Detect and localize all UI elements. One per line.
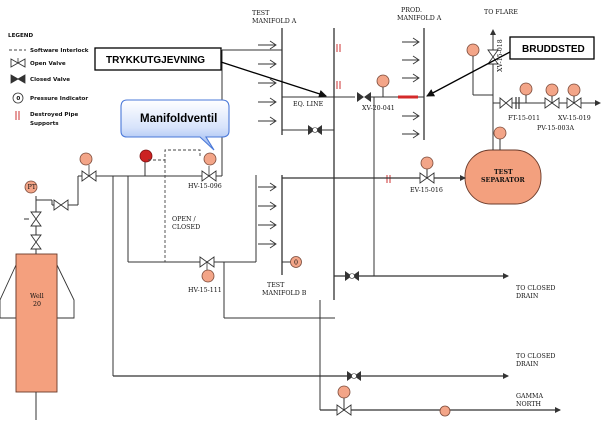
eq-line-label: EQ. LINE	[293, 101, 324, 108]
test-separator-label: TEST	[494, 169, 513, 176]
pv-15-003a-label: PV-15-003A	[537, 125, 574, 132]
closed-valve-icon	[308, 125, 322, 135]
test-separator: TEST SEPARATOR	[464, 149, 542, 205]
trykkutgjevning-text: TRYKKUTGJEVNING	[106, 55, 205, 66]
prod-manifold-a-branches	[402, 37, 420, 139]
legend-item: Software Interlock	[30, 48, 89, 54]
xv-15-019-valve	[544, 83, 560, 109]
legend-title: LEGEND	[8, 33, 33, 39]
test-manifold-b-branches	[258, 182, 277, 249]
test-manifold-b-label: TEST	[267, 282, 285, 289]
pt-gauge: PT	[24, 180, 38, 194]
hv-15-111-label: HV-15-111	[188, 287, 222, 294]
well-number: 20	[33, 301, 41, 308]
xv-15-019-label: XV-15-019	[558, 115, 591, 122]
well-label: Well	[30, 293, 44, 300]
closed-valve-drain-2-icon	[347, 371, 361, 381]
pressure-indicator-legend-icon: 0	[12, 92, 24, 104]
trykkutgjevning-callout: TRYKKUTGJEVNING	[94, 47, 327, 98]
closed-valve-legend-icon	[10, 74, 26, 84]
ev-15-016-gauge-icon	[420, 156, 434, 170]
to-closed-drain-label: DRAIN	[516, 361, 539, 368]
legend-item: Supports	[30, 121, 59, 127]
pt-label: PT	[28, 184, 37, 191]
svg-text:0: 0	[294, 260, 298, 267]
legend-item: Destroyed Pipe	[30, 112, 78, 118]
to-flare-label: TO FLARE	[484, 9, 518, 16]
software-interlock-line	[148, 149, 201, 161]
xv-15-018-label: XV-15-018	[497, 39, 504, 72]
prod-manifold-a-label: PROD.	[401, 7, 422, 14]
xv-20-041-label: XV-20-041	[362, 105, 395, 112]
hv-15-111-gauge-icon	[201, 269, 215, 283]
hv-15-096-label: HV-15-096	[188, 183, 222, 190]
xv-20-041-gauge-icon	[376, 74, 390, 88]
xv-20-041-valve	[357, 92, 371, 102]
open-closed-label: CLOSED	[172, 224, 200, 231]
well-wing-valve-icon	[53, 199, 69, 211]
pressure-gauge-icon	[79, 152, 93, 166]
well-valve-upper-icon	[30, 211, 42, 227]
prod-manifold-a-label: MANIFOLD A	[397, 15, 442, 22]
well-valve-lower-icon	[30, 234, 42, 250]
to-closed-drain-label: TO CLOSED	[516, 353, 556, 360]
legend-item: Pressure Indicator	[30, 96, 88, 102]
to-closed-drain-label: TO CLOSED	[516, 285, 556, 292]
pv-15-003a-valve	[566, 83, 582, 109]
to-closed-drain-label: DRAIN	[516, 293, 539, 300]
gamma-line-gauge-icon	[439, 405, 451, 417]
hv-15-096-gauge-icon	[203, 152, 217, 166]
legend: LEGEND Software Interlock Open Valve Clo…	[8, 33, 89, 127]
legend-item: Closed Valve	[30, 77, 70, 83]
gamma-north-label: NORTH	[516, 401, 542, 408]
ft-15-011-meter	[515, 82, 533, 109]
small-valve-icon	[499, 97, 513, 109]
test-manifold-b-label: MANIFOLD B	[262, 290, 307, 297]
test-manifold-a-branches	[258, 40, 277, 126]
choke-valve-icon	[81, 165, 97, 182]
ft-15-011-label: FT-15-011	[508, 115, 540, 122]
svg-text:0: 0	[16, 96, 20, 102]
ev-15-016-label: EV-15-016	[410, 187, 443, 194]
manifold-b-gauge-icon: 0	[290, 256, 302, 268]
test-separator-label: SEPARATOR	[481, 177, 525, 184]
flare-gauge-icon	[466, 43, 480, 57]
manifoldventil-callout: Manifoldventil	[120, 99, 230, 151]
gamma-north-label: GAMMA	[516, 393, 543, 400]
interlock-gauge-icon	[139, 149, 153, 163]
bruddsted-callout: BRUDDSTED	[426, 36, 595, 97]
open-closed-label: OPEN /	[172, 216, 197, 223]
test-manifold-a	[281, 28, 335, 300]
hv-15-096-valve	[201, 166, 217, 182]
closed-valve-drain-1-icon	[345, 271, 359, 281]
manifoldventil-text: Manifoldventil	[140, 113, 217, 125]
destroyed-pipe-legend-icon	[15, 111, 20, 120]
well-20: Well 20	[0, 253, 75, 420]
gamma-north-gauge-icon	[337, 385, 351, 399]
test-manifold-a-label: TEST	[252, 10, 270, 17]
well-body	[15, 253, 58, 393]
open-valve-legend-icon	[10, 58, 26, 68]
bruddsted-text: BRUDDSTED	[522, 44, 585, 55]
separator-gauge-icon	[493, 126, 507, 140]
destroyed-support-icon	[336, 44, 391, 183]
xv-15-018-valve	[487, 49, 499, 65]
test-manifold-a-label: MANIFOLD A	[252, 18, 297, 25]
legend-item: Open Valve	[30, 61, 66, 67]
